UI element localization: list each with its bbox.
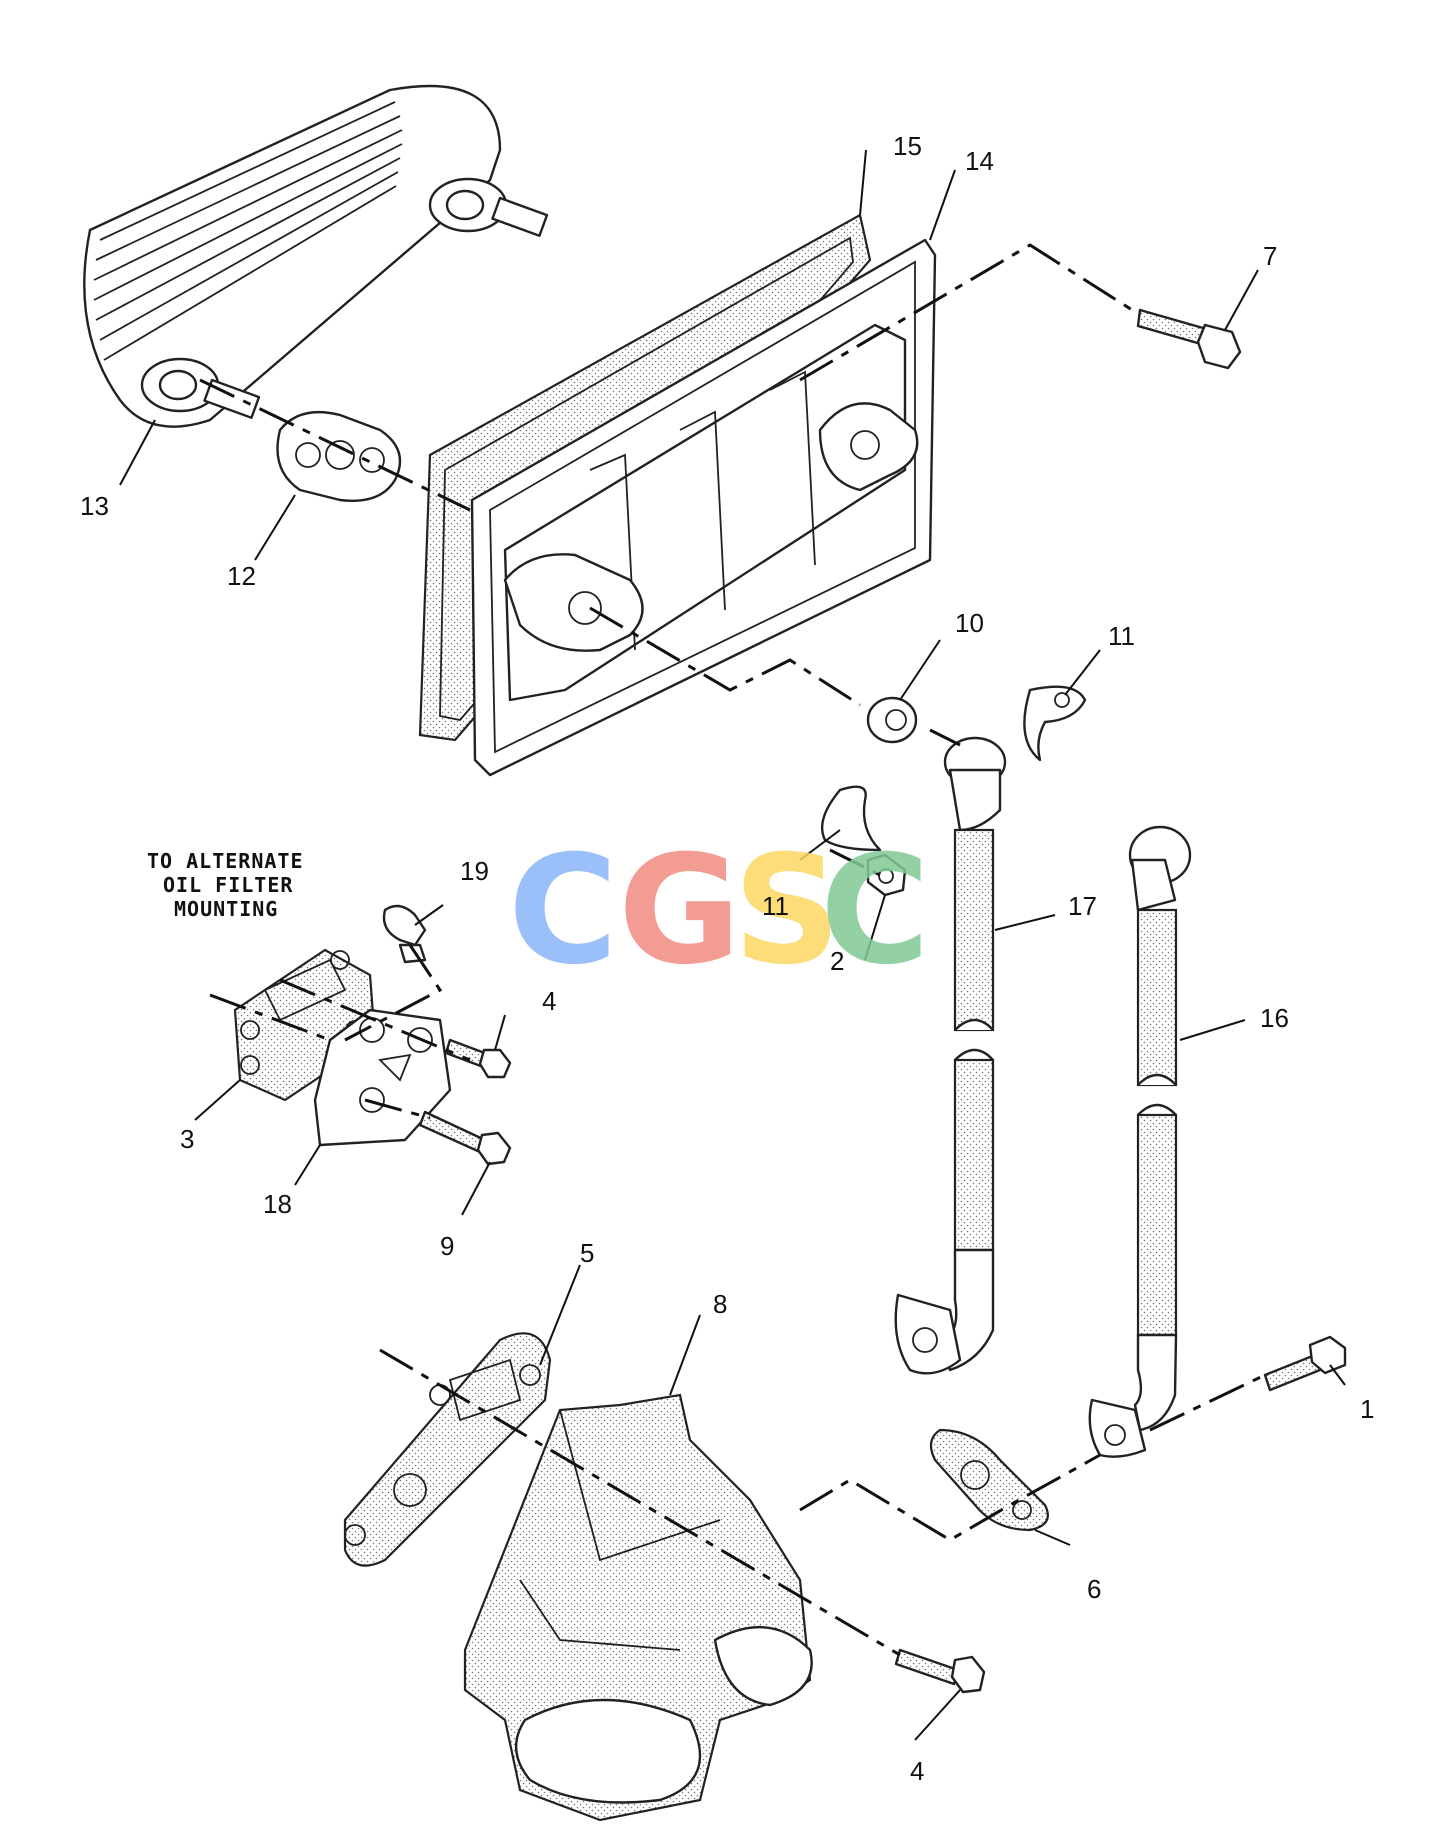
assembly-centerlines [199,243,1266,1657]
oil-cooler-core [83,84,549,428]
filter-base [463,1393,813,1822]
callout-11-mid: 11 [762,891,789,921]
watermark-letter-c2: C [820,824,930,998]
cooler-cover [470,238,937,777]
cover-bolt [1136,308,1242,370]
callout-6: 6 [1087,1574,1101,1604]
watermark-letter-g: G [618,824,741,998]
callout-4-base: 4 [910,1756,924,1786]
callout-16: 16 [1260,1003,1289,1033]
watermark-letter-s: S [733,824,841,998]
watermark-letter-c1: C [508,824,618,998]
oil-tube-17 [894,736,1007,1375]
callout-8: 8 [713,1289,727,1319]
base-bolt [894,1648,986,1694]
clip-top [1023,685,1087,762]
leader-lines [119,149,1346,1741]
cooler-gasket [276,411,402,502]
callout-15: 15 [893,131,922,161]
tube-flange-gasket [929,1428,1049,1532]
tube-bolt [1263,1335,1347,1392]
cgsc-watermark: C G S C [508,824,930,998]
adapter-bolt-short [444,1038,512,1079]
seal-ring [866,696,918,744]
callout-2: 2 [830,946,844,976]
alternate-mounting-note: TO ALTERNATE OIL FILTER MOUNTING [147,849,304,921]
callout-3: 3 [180,1124,194,1154]
callout-numbers: 15 14 7 13 12 10 11 19 11 17 2 4 16 3 18… [80,131,1374,1786]
callout-9: 9 [440,1231,454,1261]
note-line-3: MOUNTING [174,897,278,921]
callout-7: 7 [1263,241,1277,271]
oil-tube-16 [1088,825,1192,1458]
callout-17: 17 [1068,891,1097,921]
clip-mid [820,785,882,852]
callout-18: 18 [263,1189,292,1219]
base-gasket [343,1332,552,1567]
callout-12: 12 [227,561,256,591]
callout-4-adapter: 4 [542,986,556,1016]
callout-13: 13 [80,491,109,521]
callout-14: 14 [965,146,994,176]
callout-1: 1 [1360,1394,1374,1424]
callout-11-top: 11 [1108,621,1135,651]
elbow-fitting [382,904,427,964]
callout-10: 10 [955,608,984,638]
note-line-1: TO ALTERNATE [147,849,304,873]
note-line-2: OIL FILTER [163,873,293,897]
callout-19: 19 [460,856,489,886]
callout-5: 5 [580,1238,594,1268]
adapter-bolt-long [418,1110,512,1166]
